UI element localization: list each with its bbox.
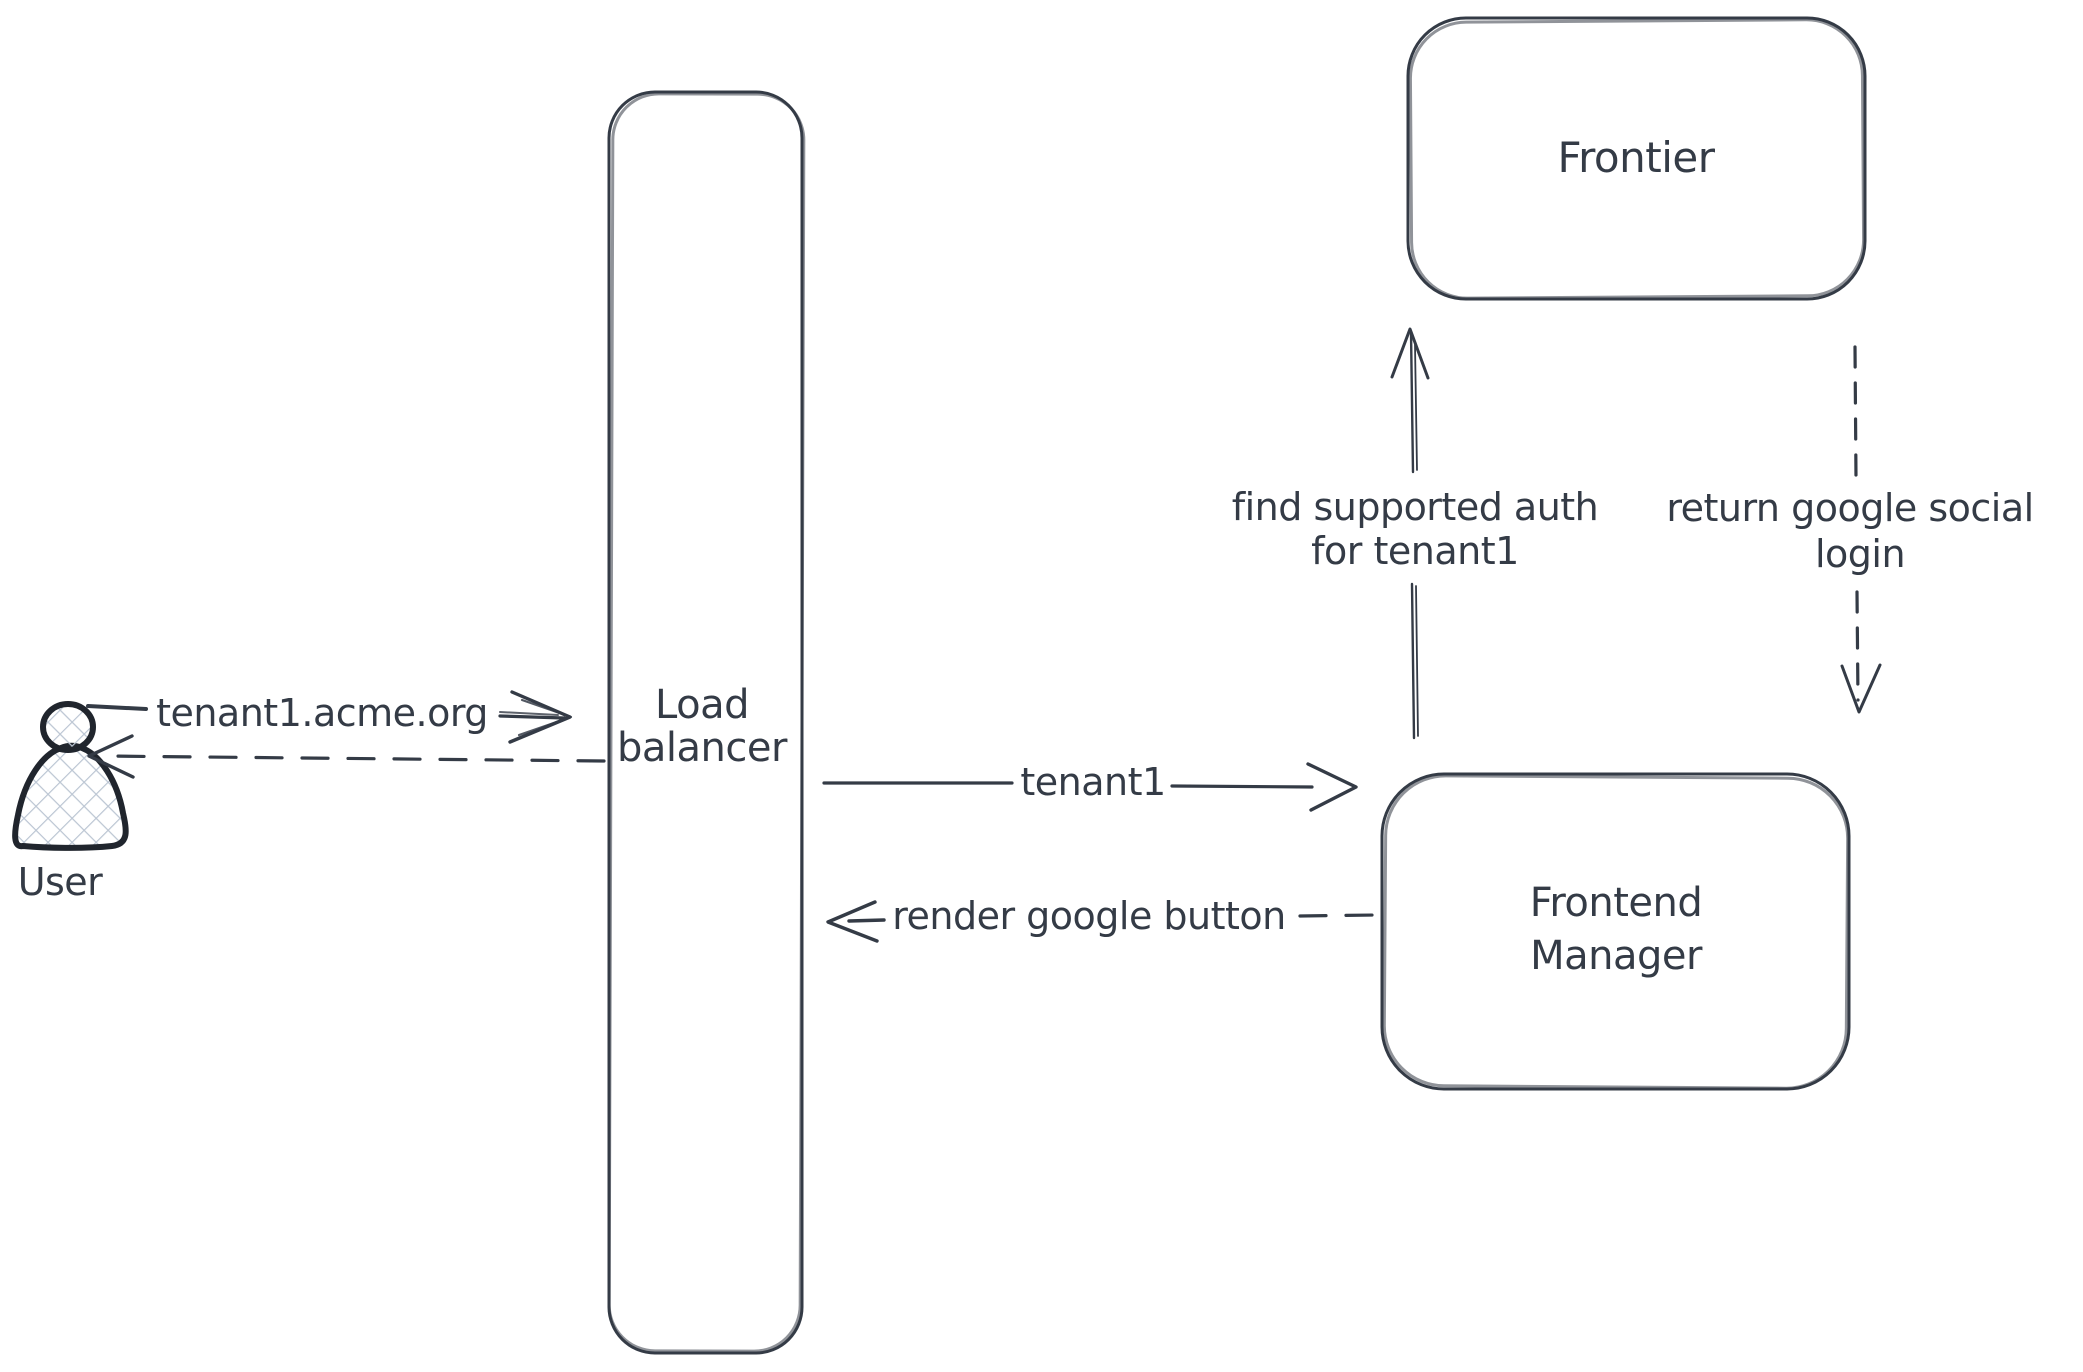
arrow-head [517, 698, 573, 737]
arrow-line [847, 918, 886, 923]
arrow-head [1840, 663, 1882, 714]
frontier-box-sketch [1408, 18, 1866, 300]
arrow-head [1390, 327, 1430, 380]
arrow-line [100, 754, 606, 763]
arrow-line [499, 711, 559, 716]
arrow-line [1298, 913, 1378, 918]
edge-frontier-to-frontend-manager: return google social login [1661, 345, 2039, 714]
node-load-balancer: Load balancer [607, 90, 806, 1355]
edge-frontend-manager-to-load-balancer: render google button [826, 889, 1378, 943]
frontier-label: Frontier [1557, 133, 1715, 182]
load-balancer-label-line1: Load [655, 682, 749, 728]
arrow-line [1409, 330, 1415, 474]
arrow-line [498, 714, 566, 720]
frontier-box [1406, 16, 1867, 301]
frontend-manager-box [1380, 772, 1851, 1091]
arrow-line [86, 704, 148, 711]
node-frontend-manager: Frontend Manager [1380, 772, 1851, 1091]
load-balancer-box [607, 90, 804, 1355]
arrow-line [1853, 345, 1858, 480]
frontend-manager-label-line1: Frontend [1530, 880, 1703, 926]
edge-label: tenant1 [1020, 760, 1165, 804]
user-icon [12, 701, 129, 851]
user-body [12, 742, 129, 851]
edge-label-line1: find supported auth [1232, 485, 1599, 529]
frontend-manager-label-line2: Manager [1530, 933, 1703, 979]
edge-label: tenant1.acme.org [156, 691, 488, 735]
edge-label: render google button [892, 894, 1286, 938]
edge-user-to-load-balancer: tenant1.acme.org [86, 686, 573, 744]
arrow-line [1415, 585, 1419, 737]
arrow-line [1410, 582, 1416, 740]
edge-label-line2: login [1815, 532, 1905, 576]
arrow-line [1170, 784, 1314, 789]
edge-load-balancer-to-user [87, 734, 606, 779]
edge-label-line2: for tenant1 [1311, 529, 1519, 573]
arrow-line [1414, 344, 1418, 471]
arrow-head [87, 734, 135, 779]
load-balancer-label-line2: balancer [617, 725, 788, 771]
edge-label-line1: return google social [1666, 486, 2033, 530]
user-head [40, 701, 96, 753]
user-label: User [18, 860, 103, 904]
arrow-head [1306, 762, 1358, 812]
arrow-head [826, 900, 879, 943]
arrow-line [1855, 590, 1860, 702]
node-frontier: Frontier [1406, 16, 1867, 301]
edge-frontend-manager-to-frontier: find supported auth for tenant1 [1227, 327, 1604, 740]
frontend-manager-box-sketch [1382, 774, 1850, 1090]
edge-load-balancer-to-frontend-manager: tenant1 [822, 755, 1358, 812]
